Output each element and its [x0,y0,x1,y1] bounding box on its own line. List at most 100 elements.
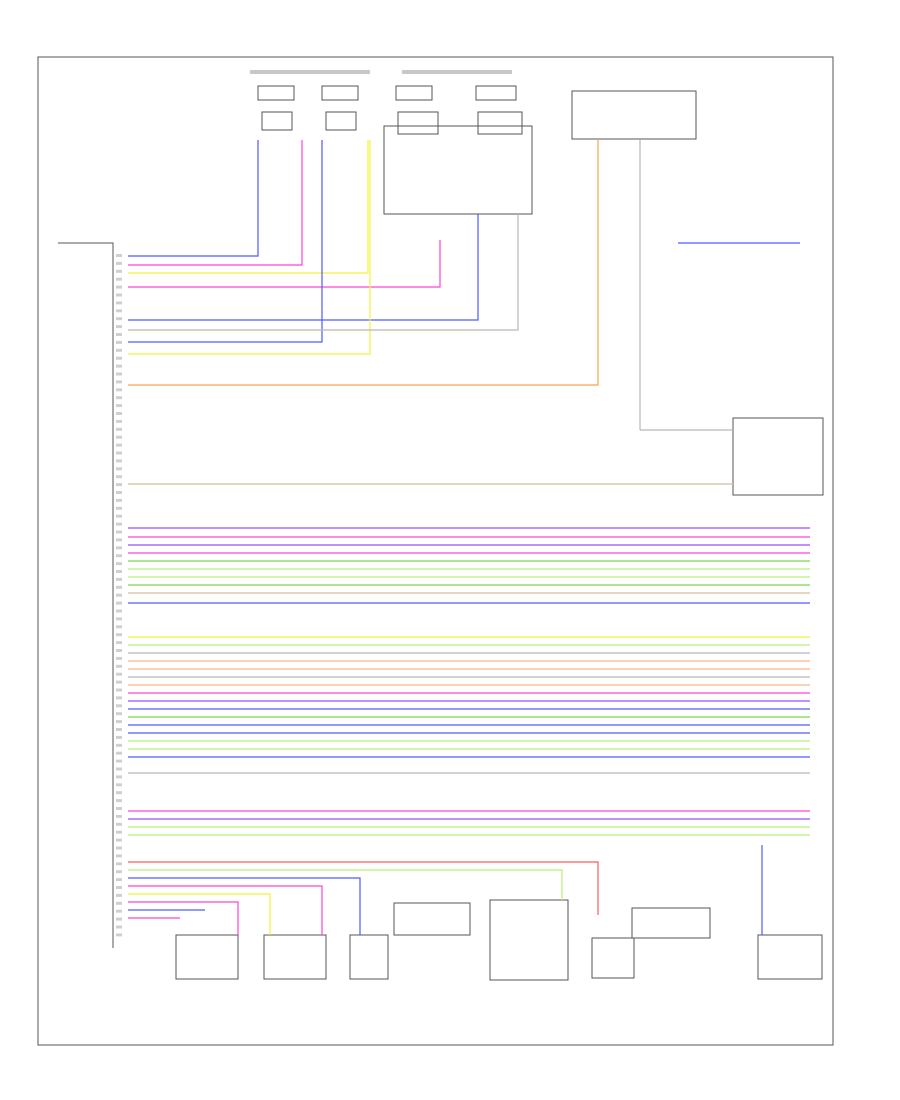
bottom-switch-7 [631,907,711,939]
bottom-switch-2 [263,934,327,980]
wire [128,877,361,935]
speaker-3 [395,85,439,135]
wire [128,140,371,355]
pin-label [116,451,122,455]
pin-label [116,285,122,289]
wire [128,140,369,274]
wire-group [116,140,810,937]
pin-label [116,412,122,415]
pin-label [116,807,122,810]
pin-label [116,577,122,581]
pin-label [116,878,122,882]
bottom-switch-6 [591,937,635,979]
pin-label [116,925,122,929]
bottom-switch-5 [489,899,569,981]
pin-label [116,435,122,439]
pin-label [116,593,122,597]
pin-label [116,862,122,866]
pin-label [116,609,122,613]
pin-label [116,325,122,329]
wire [128,214,479,321]
pin-label [116,293,122,297]
wire [128,901,239,935]
control-module-outline [58,242,114,948]
bottom-switch-3 [349,934,389,980]
pin-label [116,498,122,502]
pin-label [116,506,122,510]
pin-label [116,909,122,913]
pin-label [116,333,122,336]
pin-label [116,893,122,897]
wire [128,893,271,935]
pin-label [116,743,122,747]
diagram-frame [37,56,834,1046]
speaker-2 [321,85,359,131]
pin-label [116,380,122,384]
header-label [250,70,370,74]
pin-label [116,396,122,400]
pin-label [116,933,122,937]
pin-label [116,688,122,692]
pin-label [116,348,122,352]
pin-label [116,696,122,700]
pin-label [116,530,122,534]
pin-label [116,672,122,676]
bottom-switch-1 [175,934,239,980]
pin-label [116,799,122,803]
bottom-switch-4 [393,902,471,936]
wire [128,214,519,331]
pin-label [116,767,122,771]
speaker-4 [475,85,523,135]
pin-label [116,443,122,447]
pin-label [116,491,122,494]
top-right-module [571,90,697,140]
pin-label [116,254,122,257]
pin-label [116,404,122,408]
pin-label [116,356,122,360]
pin-label [116,720,122,724]
pin-label [116,735,122,739]
pin-label [116,846,122,850]
pin-label [116,427,122,431]
pin-label [116,886,122,889]
wire [128,861,599,915]
pin-label [116,854,122,858]
pin-label [116,814,122,818]
wire [128,869,563,900]
pin-label [116,277,122,281]
pin-label [116,309,122,313]
pin-label [116,783,122,787]
wire [128,140,303,266]
pin-label [116,364,122,368]
pin-label [116,514,122,518]
pin-label [116,617,122,621]
pin-label [116,649,122,652]
header-label [402,70,512,74]
pin-label [116,459,122,463]
pin-label [116,870,122,874]
pin-label [116,601,122,605]
pin-label [116,554,122,558]
pin-label [116,822,122,826]
pin-label [116,467,122,471]
pin-label [116,712,122,716]
pin-label [116,830,122,834]
wire [128,140,599,386]
pin-label [116,317,122,321]
pin-label [116,261,122,265]
pin-label [116,917,122,921]
pin-label [116,775,122,779]
pin-label [116,388,122,392]
pin-label [116,680,122,684]
speaker-1 [257,85,295,131]
pin-label [116,570,122,573]
pin-label [116,664,122,668]
wire [128,240,441,288]
wire [128,140,259,257]
pin-label [116,759,122,763]
wire [128,885,323,935]
pin-label [116,751,122,755]
pin-label [116,838,122,842]
pin-label [116,340,122,344]
pin-label [116,901,122,905]
